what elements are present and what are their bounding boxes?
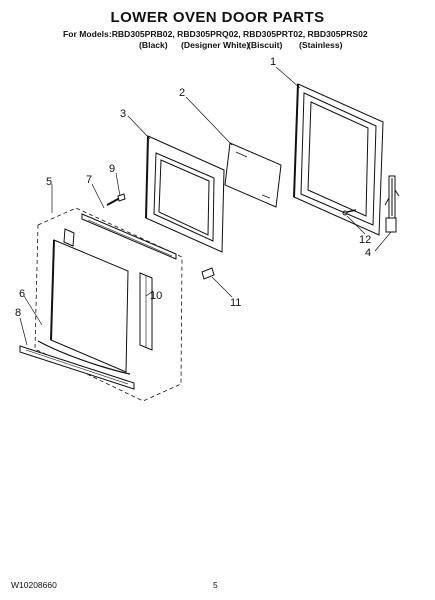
part-8-bottom-trim [19, 345, 135, 390]
callout-2: 2 [179, 87, 185, 99]
leader-lines [19, 66, 392, 346]
color-designer-white: (Designer White) [181, 40, 250, 50]
part-2-glass-panel [224, 142, 282, 208]
part-4-hinge [384, 175, 400, 233]
callout-10: 10 [150, 290, 162, 302]
callout-4: 4 [365, 247, 371, 259]
callout-7: 7 [86, 174, 92, 186]
color-biscuit: (Biscuit) [248, 40, 283, 50]
bottom-vent-curve [37, 340, 131, 375]
part-6-door-liner [50, 228, 129, 373]
part-11-bracket [201, 267, 215, 280]
callout-3: 3 [120, 108, 126, 120]
page-title: LOWER OVEN DOOR PARTS [110, 9, 325, 26]
callout-6: 6 [19, 288, 25, 300]
document-number: W10208660 [11, 580, 57, 590]
callout-12: 12 [359, 234, 371, 246]
callout-11: 11 [230, 297, 241, 309]
color-black: (Black) [139, 40, 168, 50]
models-line: For Models:RBD305PRB02, RBD305PRQ02, RBD… [63, 29, 368, 39]
callout-1: 1 [270, 56, 276, 68]
part-10-side-strip [139, 272, 153, 351]
callout-8: 8 [15, 307, 21, 319]
page-number: 5 [213, 580, 218, 590]
part-9-clip [106, 193, 126, 206]
color-stainless: (Stainless) [299, 40, 343, 50]
part-1-door-outer-panel [293, 83, 384, 236]
part-12-screw [342, 209, 357, 216]
callout-5: 5 [46, 176, 52, 188]
part-7-top-trim [81, 213, 177, 260]
callout-9: 9 [109, 163, 115, 175]
part-3-inner-door-frame [145, 135, 225, 253]
callout-labels: 1 2 3 4 5 6 7 8 9 10 11 12 [15, 56, 371, 319]
